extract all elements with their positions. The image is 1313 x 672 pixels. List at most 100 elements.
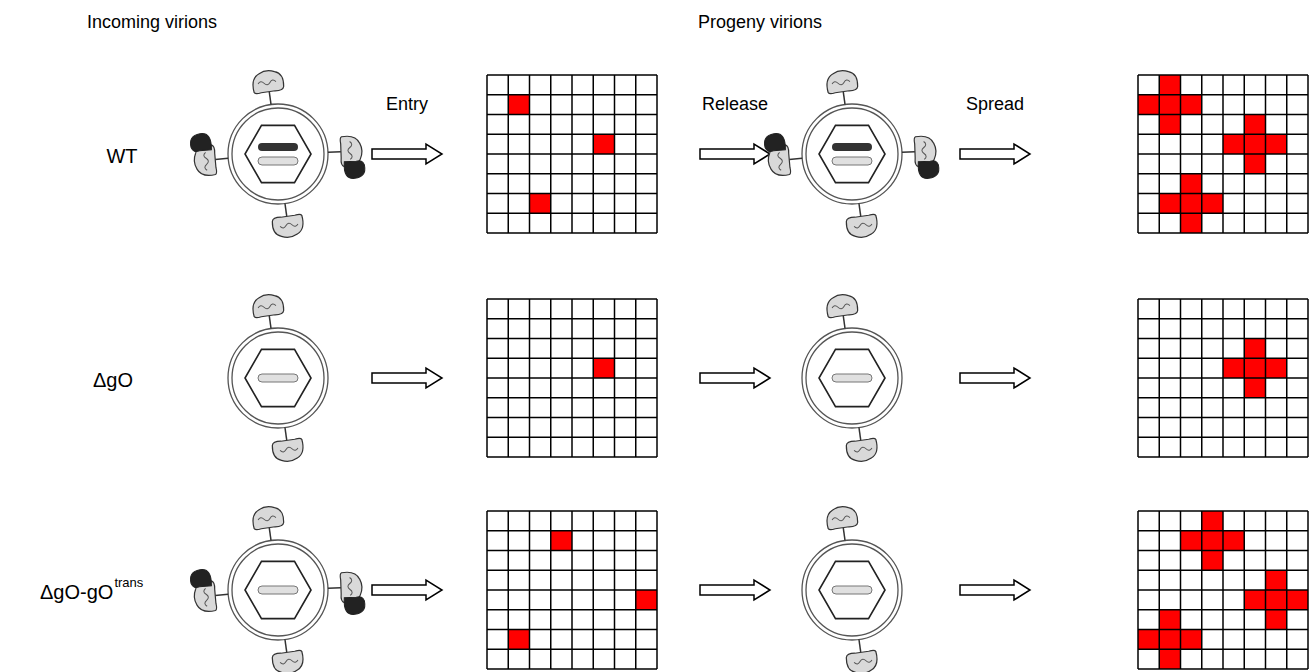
- infected-cell: [1159, 115, 1180, 135]
- infected-cell: [1223, 358, 1244, 378]
- step-label: Spread: [966, 94, 1024, 115]
- infected-cell: [636, 590, 657, 610]
- row-label: WT: [106, 145, 137, 168]
- infected-cell: [1266, 134, 1287, 154]
- genome: [258, 157, 298, 165]
- process-arrow: [372, 580, 442, 600]
- process-arrow: [700, 144, 770, 164]
- virion: [764, 69, 939, 240]
- virion: [802, 505, 902, 672]
- virion: [190, 505, 365, 672]
- genome: [258, 586, 298, 594]
- infected-cell: [1138, 630, 1159, 650]
- infected-cell: [1181, 531, 1202, 551]
- infected-cell: [1287, 590, 1308, 610]
- row-label: ΔgO: [93, 369, 133, 392]
- infected-cell: [1159, 630, 1180, 650]
- cell-grid: [1138, 511, 1308, 669]
- infected-cell: [1266, 610, 1287, 630]
- glycoprotein-complex-go: [764, 131, 804, 176]
- genome: [832, 586, 872, 594]
- row-label: ΔgO-gO: [40, 581, 113, 604]
- virion: [228, 293, 328, 464]
- virion: [190, 69, 365, 240]
- cell-grid: [487, 511, 657, 669]
- infected-cell: [1138, 95, 1159, 115]
- infected-cell: [1181, 213, 1202, 233]
- cell-grid: [487, 75, 657, 233]
- infected-cell: [1202, 551, 1223, 571]
- capsid: [245, 349, 311, 406]
- glycoprotein-complex: [251, 293, 286, 331]
- column-header: Progeny virions: [698, 12, 822, 33]
- glycoprotein-complex-go: [190, 131, 230, 176]
- process-arrow: [960, 580, 1030, 600]
- infected-cell: [551, 531, 572, 551]
- glycoprotein-complex: [844, 425, 879, 463]
- glycoprotein-complex-go: [901, 136, 939, 180]
- infected-cell: [1266, 570, 1287, 590]
- process-arrow: [700, 580, 770, 600]
- genome: [832, 157, 872, 165]
- infected-cell: [530, 194, 551, 214]
- glycoprotein-complex-go: [190, 567, 230, 612]
- infected-cell: [508, 95, 529, 115]
- infected-cell: [1266, 590, 1287, 610]
- infected-cell: [1223, 531, 1244, 551]
- process-arrow: [372, 144, 442, 164]
- capsid: [245, 125, 311, 182]
- capsid: [819, 125, 885, 182]
- genome: [258, 374, 298, 382]
- glycoprotein-complex: [825, 505, 860, 543]
- infected-cell: [1244, 590, 1265, 610]
- infected-cell: [1244, 134, 1265, 154]
- infected-cell: [1159, 610, 1180, 630]
- glycoprotein-complex: [844, 201, 879, 239]
- infected-cell: [1244, 154, 1265, 174]
- infected-cell: [1181, 174, 1202, 194]
- cell-grid: [1138, 299, 1308, 457]
- process-arrow: [960, 144, 1030, 164]
- infected-cell: [1181, 95, 1202, 115]
- infected-cell: [1181, 194, 1202, 214]
- infected-cell: [593, 358, 614, 378]
- infected-cell: [1181, 630, 1202, 650]
- infected-cell: [1266, 358, 1287, 378]
- column-header: Incoming virions: [87, 12, 217, 33]
- glycoprotein-complex: [844, 637, 879, 672]
- glycoprotein-complex: [251, 69, 286, 107]
- glycoprotein-complex: [825, 69, 860, 107]
- infected-cell: [1159, 95, 1180, 115]
- infected-cell: [1202, 531, 1223, 551]
- genome-go: [832, 143, 872, 151]
- step-label: Entry: [386, 94, 428, 115]
- infected-cell: [1223, 134, 1244, 154]
- glycoprotein-complex: [270, 637, 305, 672]
- infected-cell: [1244, 339, 1265, 359]
- glycoprotein-complex-go: [327, 572, 365, 616]
- infected-cell: [1244, 115, 1265, 135]
- process-arrow: [700, 368, 770, 388]
- infected-cell: [1202, 511, 1223, 531]
- glycoprotein-complex: [270, 425, 305, 463]
- infected-cell: [593, 134, 614, 154]
- superscript: trans: [114, 576, 143, 591]
- process-arrow: [372, 368, 442, 388]
- step-label: Release: [702, 94, 768, 115]
- capsid: [819, 561, 885, 618]
- process-arrow: [960, 368, 1030, 388]
- infected-cell: [1159, 75, 1180, 95]
- virion: [802, 293, 902, 464]
- glycoprotein-complex: [270, 201, 305, 239]
- infected-cell: [1159, 649, 1180, 669]
- capsid: [245, 561, 311, 618]
- glycoprotein-complex: [825, 293, 860, 331]
- infected-cell: [1244, 358, 1265, 378]
- cell-grid: [1138, 75, 1308, 233]
- infected-cell: [1159, 194, 1180, 214]
- capsid: [819, 349, 885, 406]
- genome: [832, 374, 872, 382]
- genome-go: [258, 143, 298, 151]
